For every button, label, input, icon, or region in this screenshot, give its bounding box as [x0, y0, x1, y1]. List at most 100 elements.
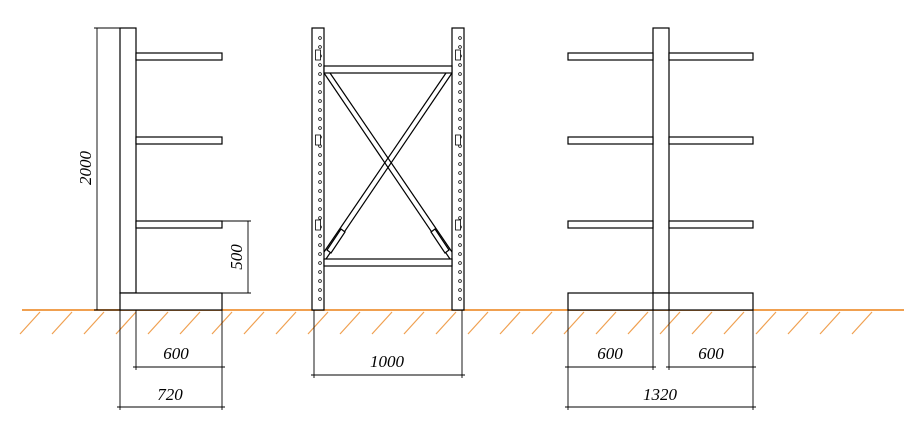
- upright-hole: [318, 207, 322, 211]
- ground-hatch-stroke: [339, 311, 361, 335]
- right-rack-right-arm-top: [668, 52, 754, 61]
- dimension-lines: [94, 27, 756, 410]
- dim-label-height-total: 2000: [76, 151, 95, 186]
- dim-label-shelf-spacing: 500: [227, 244, 246, 270]
- right-rack-right-arm-middle: [668, 136, 754, 145]
- right-rack-left-arm-middle: [567, 136, 654, 145]
- ground-hatch-stroke: [403, 311, 425, 335]
- ground-hatch-stroke: [307, 311, 329, 335]
- upright-hole: [458, 126, 462, 130]
- upright-hole: [458, 189, 462, 193]
- upright-hole: [318, 63, 322, 67]
- upright-hole: [458, 234, 462, 238]
- upright-hole: [318, 180, 322, 184]
- turnbuckle-left: [326, 228, 346, 254]
- upright-hole: [458, 81, 462, 85]
- upright-hole: [458, 297, 462, 301]
- upright-hole: [318, 153, 322, 157]
- ground-hatch-stroke: [467, 311, 489, 335]
- dim-label-arm-right-b: 600: [698, 344, 724, 363]
- left-rack-base: [119, 292, 223, 311]
- upright-hole: [318, 36, 322, 40]
- upright-hole: [458, 270, 462, 274]
- ground-hatch-stroke: [435, 311, 457, 335]
- upright-hole: [318, 261, 322, 265]
- left-rack-arm-bottom: [135, 220, 223, 229]
- ground-hatch-stroke: [627, 311, 649, 335]
- dim-label-base-left: 720: [157, 385, 183, 404]
- upright-hole: [458, 279, 462, 283]
- upright-hole: [458, 108, 462, 112]
- upright-hole: [458, 180, 462, 184]
- upright-slot: [315, 219, 321, 231]
- turnbuckle-right: [430, 228, 450, 254]
- upright-holes: [315, 36, 462, 301]
- ground-hatch-stroke: [371, 311, 393, 335]
- upright-hole: [458, 99, 462, 103]
- rack-frame-front-view: [311, 27, 465, 311]
- upright-hole: [458, 153, 462, 157]
- upright-hole: [318, 270, 322, 274]
- frame-upright-right: [451, 27, 465, 311]
- frame-brace-b1: [325, 72, 453, 260]
- upright-hole: [318, 126, 322, 130]
- upright-hole: [318, 81, 322, 85]
- upright-hole: [318, 288, 322, 292]
- ground-hatch-stroke: [563, 311, 585, 335]
- dimension-labels: 2000 500 600 720 1000 600 600 1320: [76, 151, 724, 405]
- dim-label-base-right: 1320: [643, 385, 678, 404]
- left-rack-arm-middle: [135, 136, 223, 145]
- upright-hole: [318, 297, 322, 301]
- upright-hole: [318, 117, 322, 121]
- ground-hatch-stroke: [595, 311, 617, 335]
- ground-hatch-stroke: [755, 311, 777, 335]
- upright-hole: [318, 279, 322, 283]
- ground-hatch-stroke: [51, 311, 73, 335]
- upright-hole: [318, 171, 322, 175]
- upright-hole: [318, 216, 322, 220]
- dim-label-arm-left: 600: [163, 344, 189, 363]
- upright-hole: [458, 117, 462, 121]
- right-rack-left-arm-bottom: [567, 220, 654, 229]
- upright-hole: [318, 243, 322, 247]
- upright-hole: [318, 198, 322, 202]
- upright-hole: [318, 45, 322, 49]
- upright-hole: [458, 63, 462, 67]
- ground-hatch-stroke: [691, 311, 713, 335]
- frame-beam-top: [323, 65, 453, 74]
- upright-hole: [458, 207, 462, 211]
- ground-hatch-stroke: [499, 311, 521, 335]
- right-rack-right-arm-bottom: [668, 220, 754, 229]
- upright-hole: [318, 99, 322, 103]
- upright-hole: [318, 108, 322, 112]
- ground-hatch-stroke: [723, 311, 745, 335]
- upright-hole: [458, 36, 462, 40]
- ground-hatch-stroke: [83, 311, 105, 335]
- dim-label-frame-width: 1000: [370, 352, 405, 371]
- upright-hole: [318, 162, 322, 166]
- frame-brace-b2: [323, 72, 447, 253]
- upright-slot: [455, 134, 461, 146]
- right-rack-column: [652, 27, 670, 294]
- upright-hole: [458, 198, 462, 202]
- right-rack-left-arm-top: [567, 52, 654, 61]
- ground-hatch-stroke: [275, 311, 297, 335]
- ground-hatch-stroke: [659, 311, 681, 335]
- upright-slot: [315, 134, 321, 146]
- ground-hatch-stroke: [179, 311, 201, 335]
- left-rack-arm-top: [135, 52, 223, 61]
- upright-hole: [458, 162, 462, 166]
- upright-hole: [458, 261, 462, 265]
- upright-hole: [458, 90, 462, 94]
- upright-hole: [458, 243, 462, 247]
- ground-hatch-stroke: [19, 311, 41, 335]
- upright-hole: [318, 252, 322, 256]
- upright-hole: [458, 171, 462, 175]
- left-rack-column: [119, 27, 137, 294]
- ground-hatch-stroke: [531, 311, 553, 335]
- ground-hatch-stroke: [851, 311, 873, 335]
- ground-hatch-stroke: [787, 311, 809, 335]
- upright-hole: [458, 288, 462, 292]
- upright-hole: [318, 90, 322, 94]
